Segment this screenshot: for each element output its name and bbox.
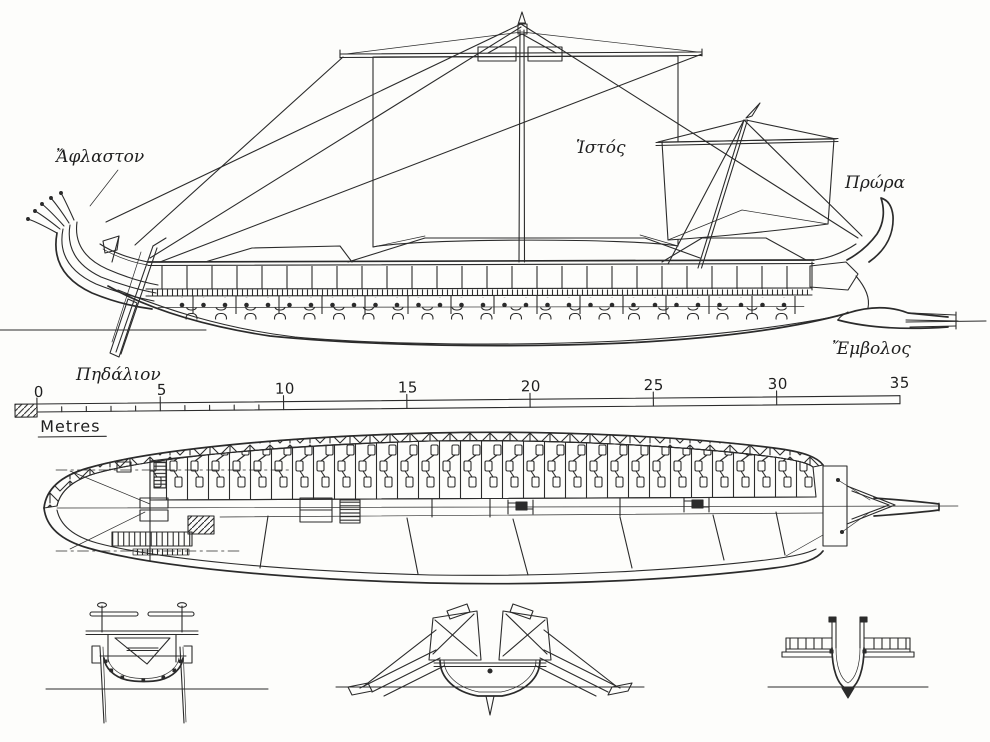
scale-label-5: 5 [157,381,167,399]
plan-view [43,431,959,585]
section3-platform-right [863,637,915,658]
masthead-tip [517,11,527,24]
plan-bow [785,465,940,557]
aphlaston-leader-line [89,169,119,207]
hull-bottom [107,285,849,347]
scale-label-15: 15 [398,378,418,396]
scale-major-ticks [36,390,778,413]
plan-outline-bottom [43,507,824,585]
scale-label-10: 10 [275,380,295,398]
scale-label-20: 20 [521,377,541,395]
stern-flag [102,235,120,254]
section2-outrigger-right [607,682,633,696]
section2-hull [439,659,541,697]
fore-pennant [745,102,761,119]
cross-section-bow [767,616,929,699]
plan-mainmast-step [507,499,534,515]
section2-outrigger-left [347,682,373,696]
foremast [655,102,839,269]
cross-section-oars [335,603,645,716]
plan-outline-top [43,431,824,509]
section3-platform-left [781,637,833,658]
main-yard [339,31,703,62]
section2-keel [485,695,495,716]
cross-section-midship [45,602,269,724]
waterline [0,320,987,331]
section2-screen-right [498,610,552,661]
section1-studs [103,659,183,683]
deck-awnings [204,237,807,263]
scale-unit-label: Metres [40,416,101,436]
plan-foremast-step [683,497,710,513]
section3-keel [841,687,855,699]
scale-label-25: 25 [644,376,664,394]
hull-side-detail [145,259,815,320]
section2-oars-left [359,629,445,697]
metres-underline [37,435,107,438]
plan-deck-seams [259,497,786,576]
scale-label-35: 35 [890,374,910,392]
label-embolos: Ἔμβολος [832,339,911,359]
scale-tick-labels: 0 5 10 15 20 25 30 35 [34,374,910,401]
label-aphlaston: Ἄφλαστον [54,147,144,167]
prow-stempost [809,197,894,309]
section2-screen-left [428,610,482,661]
label-histos: Ἱστός [576,138,626,158]
plan-inner-bottom [56,509,817,576]
label-pedalion: Πηδάλιον [75,365,161,385]
plan-stern-details [69,457,361,562]
plan-deck-line [219,512,824,518]
scale-bar: 0 5 10 15 20 25 30 35 Metres [14,374,910,438]
steering-oar [109,237,167,358]
epotis [809,261,859,291]
scale-minor-ticks [61,404,260,413]
plan-inner-top [56,440,814,507]
section2-oars-right [535,629,621,697]
label-prora: Πρώρα [844,173,906,193]
plan-deck-edge [149,496,817,501]
mainsail [372,55,679,248]
side-elevation: Ἄφλαστον Ἱστός Πρώρα Ἔμβολος Πηδάλιον [0,11,987,385]
scale-label-30: 30 [768,375,788,393]
stern-aphlaston [26,191,159,310]
scale-label-0: 0 [34,383,44,401]
ram [837,306,959,330]
foresail [661,138,835,241]
